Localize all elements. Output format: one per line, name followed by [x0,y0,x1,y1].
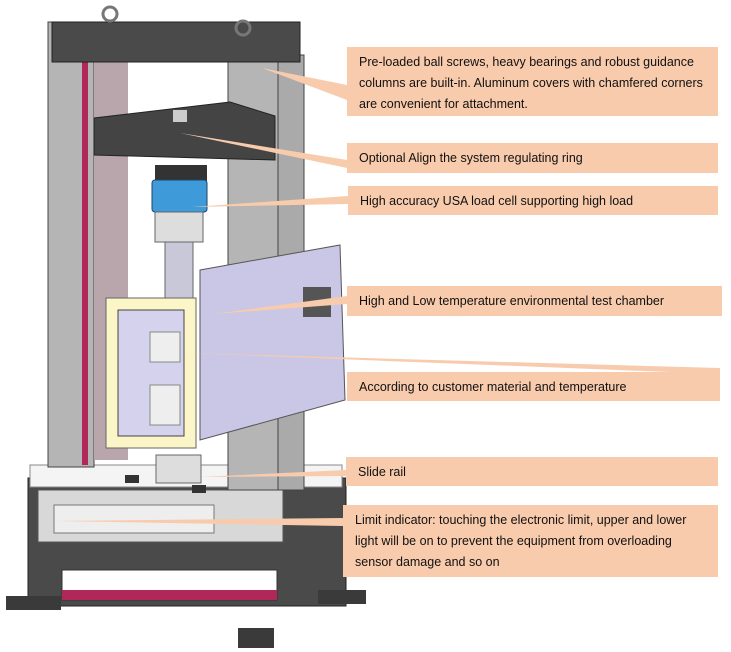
regulating-ring [155,165,207,181]
callout-slide-rail: Slide rail [346,457,718,486]
callout-load-cell: High accuracy USA load cell supporting h… [348,186,718,215]
callout-limit-indicator: Limit indicator: touching the electronic… [343,505,718,577]
callout-ball-screws: Pre-loaded ball screws, heavy bearings a… [347,47,718,116]
callout-customer-material: According to customer material and tempe… [347,372,720,401]
load-cell [151,179,208,213]
crosshead [93,101,276,161]
environmental-chamber [105,244,346,493]
callout-test-chamber: High and Low temperature environmental t… [347,286,722,316]
leader-lines [55,68,720,526]
machine-base [6,464,366,648]
callout-regulating-ring: Optional Align the system regulating rin… [347,143,718,173]
